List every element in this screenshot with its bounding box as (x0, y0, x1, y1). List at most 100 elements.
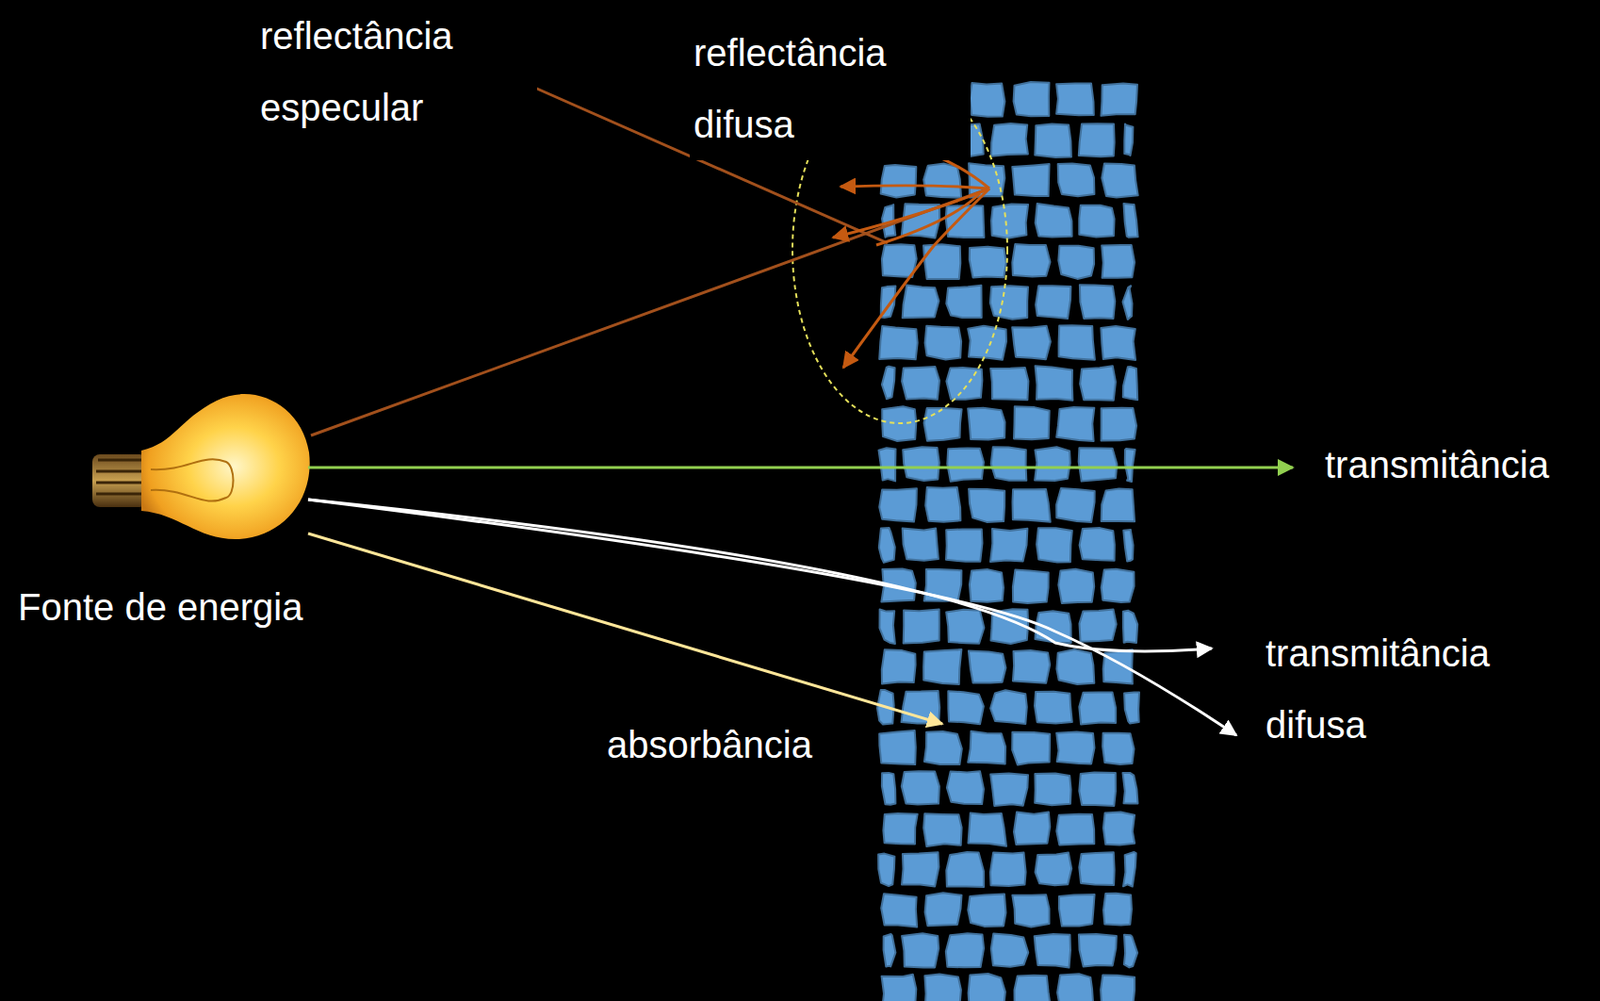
bulb-base (92, 454, 147, 507)
diffuse-transmitted-ray (308, 499, 1237, 735)
stone (1078, 123, 1115, 157)
stone (902, 446, 940, 481)
stone (1012, 326, 1051, 360)
stone (967, 326, 1007, 360)
stone (1078, 205, 1114, 238)
stone (1056, 407, 1094, 441)
stone (1034, 124, 1072, 158)
stone (1101, 569, 1135, 603)
stone (1078, 851, 1114, 885)
label: reflectância especular (256, 0, 538, 144)
stone (881, 893, 917, 927)
stone (881, 974, 917, 1001)
stone (1101, 244, 1135, 278)
stone (1123, 772, 1139, 804)
stone (1056, 488, 1095, 523)
stone (991, 446, 1028, 481)
stone (967, 893, 1006, 927)
stone (1059, 894, 1095, 927)
stone (883, 933, 897, 967)
stone (1057, 973, 1094, 1001)
stone (1012, 650, 1050, 684)
bulb-glass (141, 393, 311, 539)
stone (1035, 610, 1072, 643)
stone (1124, 934, 1138, 968)
stone (880, 609, 896, 645)
stone (1079, 609, 1117, 642)
transmitted-ray (308, 466, 1293, 470)
stone (1078, 447, 1118, 481)
stone (1058, 163, 1095, 197)
absorbed-ray (308, 533, 943, 724)
diffuse-ray (876, 193, 980, 245)
stone (881, 366, 896, 400)
stone (1056, 731, 1094, 764)
label: Fonte de energia (14, 571, 307, 643)
stone (968, 813, 1008, 847)
label: reflectância difusa (689, 16, 971, 161)
stone (1124, 203, 1139, 238)
stone (925, 892, 963, 926)
stone (1103, 812, 1135, 846)
stone (1124, 124, 1133, 157)
stone (881, 164, 917, 198)
stone (1056, 814, 1094, 846)
incident-ray (310, 188, 990, 436)
stone (1012, 570, 1049, 604)
stone (1123, 366, 1138, 400)
stone (1123, 851, 1137, 887)
stone (969, 246, 1007, 278)
stone (991, 204, 1029, 239)
stone (923, 649, 962, 685)
stone (1102, 733, 1134, 765)
stone (990, 285, 1029, 320)
stone (969, 82, 1005, 117)
stone (1034, 691, 1073, 724)
stone (1012, 732, 1050, 766)
stone (967, 731, 1006, 765)
stone (902, 527, 939, 560)
diffuse-ray (840, 185, 990, 189)
light-bulb (92, 393, 311, 539)
stone (1079, 284, 1115, 319)
stone (1101, 83, 1139, 116)
stone (901, 851, 939, 886)
stone (946, 851, 984, 887)
stone (1058, 569, 1094, 604)
stone (1035, 285, 1071, 319)
stone (968, 973, 1006, 1001)
stone (1123, 285, 1133, 320)
stone (947, 690, 984, 724)
stone (878, 853, 895, 887)
stone (990, 689, 1028, 724)
stone (901, 770, 940, 804)
stone (946, 205, 985, 238)
stone (1035, 365, 1074, 401)
label: transmitância difusa (1261, 617, 1552, 761)
stone (1012, 244, 1050, 277)
stone (946, 770, 984, 804)
stone (925, 326, 963, 360)
stone (946, 448, 984, 482)
stone (1035, 852, 1073, 886)
stone (925, 487, 961, 523)
stone (881, 649, 916, 684)
stone (1013, 812, 1050, 846)
stone (990, 852, 1027, 886)
stone (1034, 773, 1071, 806)
label: transmitância (1321, 428, 1553, 501)
stone (881, 244, 917, 278)
stone (902, 285, 940, 319)
stone (1125, 448, 1136, 482)
stone (924, 973, 962, 1001)
porous-material (877, 81, 1140, 1001)
stone (968, 651, 1007, 684)
stone (1124, 691, 1140, 723)
diffuse-ray (843, 188, 990, 368)
stone (1101, 163, 1138, 198)
stone (968, 489, 1005, 523)
stone (923, 813, 962, 847)
stone (1034, 933, 1071, 968)
stone (1123, 610, 1138, 643)
stone (946, 609, 984, 644)
